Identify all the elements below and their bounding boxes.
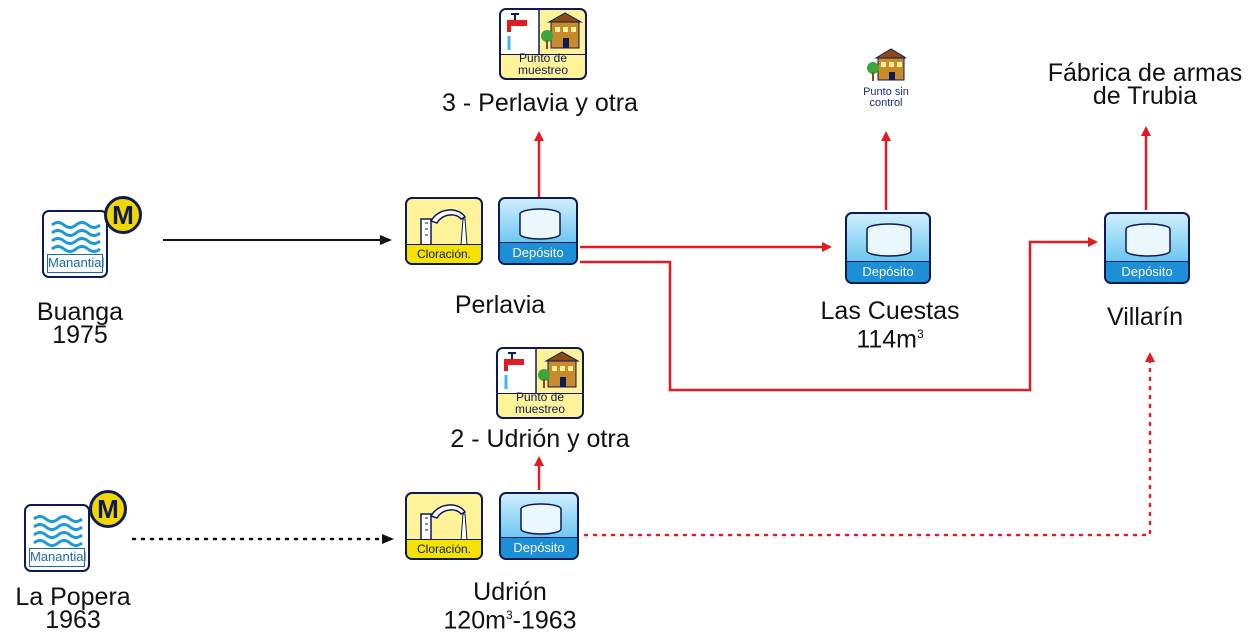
- cloracion-caption: Cloración.: [407, 244, 481, 263]
- arrow-udrion-villarin: [583, 352, 1155, 537]
- las-cuestas-capacity: 114m3: [856, 325, 924, 354]
- no-control-line2: control: [869, 97, 903, 109]
- no-control-line1: Punto sin: [863, 86, 909, 98]
- water-waves-icon: [33, 515, 83, 547]
- manantial-caption: Manantial: [29, 548, 86, 567]
- tap-house-icon: [498, 349, 582, 394]
- villarin-name: Villarín: [1107, 303, 1183, 331]
- tank-icon: [1125, 223, 1171, 257]
- las-cuestas-deposito-tile: Depósito: [845, 212, 931, 284]
- m-badge-icon: M: [104, 196, 142, 234]
- chlorinator-icon: [420, 209, 468, 246]
- manantial-caption: Manantial: [47, 254, 104, 273]
- no-control-label: Punto sin control: [846, 87, 926, 109]
- deposito-caption: Depósito: [501, 537, 577, 558]
- udrion-label: Udrión 120m3-1963: [430, 578, 590, 635]
- tap-house-icon: [501, 10, 585, 55]
- udrion-name: Udrión: [473, 578, 547, 606]
- buanga-year: 1975: [52, 321, 108, 349]
- sample-perlavia-name: 3 - Perlavia y otra: [442, 89, 638, 117]
- house-icon: [867, 48, 906, 81]
- las-cuestas-label: Las Cuestas 114m3: [800, 297, 980, 354]
- chlorinator-icon: [420, 504, 468, 541]
- popera-manantial-tile: Manantial: [24, 504, 90, 572]
- water-waves-icon: [51, 221, 101, 253]
- popera-name: La Popera: [15, 583, 131, 611]
- perlavia-name: Perlavia: [454, 291, 546, 319]
- fabrica-label: Fábrica de armas de Trubia: [1040, 59, 1250, 110]
- buanga-manantial-tile: Manantial: [42, 210, 108, 278]
- sample-point-perlavia-tile: Punto de muestreo: [499, 8, 587, 80]
- perlavia-cloracion-tile: Cloración.: [405, 197, 483, 265]
- sample-udrion-name: 2 - Udrión y otra: [450, 425, 630, 453]
- sample-point-udrion-tile: Punto de muestreo: [496, 347, 584, 419]
- fabrica-line2: de Trubia: [1092, 82, 1198, 110]
- tank-icon: [520, 503, 562, 535]
- villarin-deposito-tile: Depósito: [1104, 212, 1190, 284]
- tank-icon: [866, 223, 912, 257]
- buanga-label: Buanga 1975: [30, 298, 130, 349]
- las-cuestas-name: Las Cuestas: [820, 297, 960, 325]
- fabrica-line1: Fábrica de armas: [1047, 59, 1243, 87]
- perlavia-deposito-tile: Depósito: [498, 197, 578, 265]
- m-badge-icon: M: [89, 490, 127, 528]
- deposito-caption: Depósito: [500, 242, 576, 263]
- tank-icon: [519, 208, 561, 240]
- sample-point-caption: Punto de muestreo: [514, 390, 566, 416]
- arrow-perlavia-villarin: [580, 237, 1098, 392]
- sample-point-caption: Punto de muestreo: [517, 51, 569, 77]
- popera-year: 1963: [45, 606, 101, 634]
- udrion-capacity: 120m3-1963: [443, 606, 577, 635]
- deposito-caption: Depósito: [847, 261, 929, 282]
- udrion-deposito-tile: Depósito: [499, 492, 579, 560]
- deposito-caption: Depósito: [1106, 261, 1188, 282]
- cloracion-caption: Cloración.: [407, 539, 481, 558]
- udrion-cloracion-tile: Cloración.: [405, 492, 483, 560]
- popera-label: La Popera 1963: [8, 583, 138, 634]
- buanga-name: Buanga: [36, 298, 124, 326]
